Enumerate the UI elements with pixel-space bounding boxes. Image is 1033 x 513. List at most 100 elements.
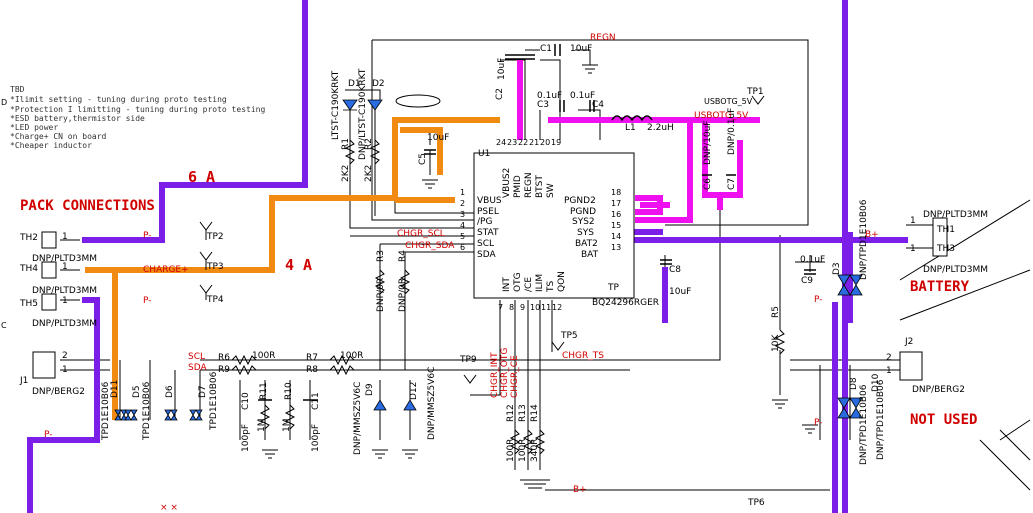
pin-num-20: 20: [540, 138, 550, 147]
th4-part: DNP/PLTD3MM: [32, 286, 97, 296]
pin-num-11: 11: [541, 303, 551, 312]
tp1-label: TP1: [746, 87, 764, 97]
pin-num-18: 18: [611, 188, 621, 197]
ic-pin-ts: TS: [546, 281, 556, 293]
ic-pin-pgnd: PGND: [570, 207, 596, 217]
j1-pin1: 1: [62, 365, 68, 375]
notes-line-2: *Ilimit setting - tuning during proto te…: [10, 95, 227, 104]
r1-ref: R1: [341, 138, 351, 150]
pin-num-8: 8: [509, 303, 514, 312]
net-scl: SCL: [188, 352, 205, 362]
c9-ref: C9: [801, 276, 813, 286]
c2-ref: C2: [495, 88, 505, 100]
th2-pin: 1: [62, 232, 68, 242]
ic-pin-sw: SW: [546, 183, 556, 198]
r6-val: 100R: [252, 351, 275, 361]
net-chgr-otg: CHGR_OTG: [500, 348, 510, 398]
c10-ref: C10: [241, 392, 251, 410]
pin-num-19: 19: [551, 138, 561, 147]
ic-u1-body: [473, 152, 635, 299]
r14-ref: R14: [530, 404, 540, 422]
d7-val: TPD1E10B06: [209, 371, 219, 431]
pin-num-17: 17: [611, 199, 621, 208]
notes-line-6: *Charge+ CN on board: [10, 132, 107, 141]
power-nets-purple: [27, 0, 908, 513]
ic-pin-bat2: BAT2: [575, 239, 598, 249]
c8-ref: C8: [669, 265, 681, 275]
net-p-minus-5: P-: [814, 418, 822, 428]
c6-val: DNP/10uF: [703, 121, 713, 165]
r4-val: DNP/0R: [398, 278, 408, 312]
r11-val: 1M: [257, 419, 267, 433]
ic-pin-vbus: VBUS: [477, 196, 502, 206]
capacitors: [258, 44, 816, 401]
border-letter-d: D: [1, 98, 7, 107]
pin-num-16: 16: [611, 210, 621, 219]
net-b-plus-1: B+: [865, 230, 879, 240]
th2-label: TH2: [19, 233, 38, 243]
r7-val: 100R: [340, 351, 363, 361]
r5-val: 10K: [771, 334, 781, 352]
ground-symbols: [262, 64, 818, 489]
d7-ref: D7: [198, 385, 208, 398]
d3-val: DNP/TPD1E10B06: [859, 199, 869, 280]
net-xx-mark: × ×: [160, 503, 178, 513]
net-regn: REGN: [590, 33, 616, 43]
c5-ref: C5: [418, 153, 428, 165]
ic-pin-bat: BAT: [581, 250, 599, 260]
r8-ref: R8: [306, 365, 318, 375]
pin-num-5: 5: [460, 232, 465, 241]
c8-val: 10uF: [669, 287, 691, 297]
led-part-2: DNP/LTST-C190KRKT: [358, 68, 368, 160]
net-chgr-sda: CHGR_SDA: [405, 241, 455, 251]
pin-num-6: 6: [460, 243, 465, 252]
net-p-minus-4: P-: [814, 295, 822, 305]
ic-pin-sda: SDA: [477, 250, 496, 260]
ic-pin-stat: STAT: [477, 228, 499, 238]
j2-part: DNP/BERG2: [912, 385, 965, 395]
r13-val: 100R: [518, 439, 528, 462]
inductor-l1: [611, 115, 653, 122]
r2-val: 2K2: [364, 165, 374, 182]
tp9-label: TP9: [459, 355, 477, 365]
resistors: [231, 139, 786, 455]
r13-ref: R13: [518, 404, 528, 422]
r5-ref: R5: [771, 306, 781, 318]
j2-pin1: 1: [886, 366, 892, 376]
d9-val: DNP/MMSZ5V6C: [353, 382, 363, 455]
net-chgr-ce: CHGR_CE: [510, 355, 520, 398]
battery-label: BATTERY: [910, 279, 970, 295]
connectors: [32, 217, 948, 381]
ic-pin-sys2: SYS2: [572, 217, 595, 227]
r11-ref: R11: [259, 382, 269, 400]
pin-num-13: 13: [611, 243, 621, 252]
c7-ref: C7: [727, 178, 737, 190]
ic-pin-pmid: PMID: [513, 175, 523, 198]
net-b-plus-2: B+: [573, 485, 587, 495]
c7-val: DNP/0.1uF: [727, 108, 737, 155]
d5-val: TPD1E10B06: [142, 381, 152, 441]
diodes: [114, 99, 863, 421]
wires: [60, 39, 1031, 491]
c9-val: 0.1uF: [800, 255, 825, 265]
notes-line-5: *LED power: [10, 123, 58, 132]
notes-line-3: *Protection I limitting - tuning during …: [10, 105, 265, 114]
d10-val: DNP/TPD1E10B06: [876, 379, 886, 460]
th4-label: TH4: [19, 264, 38, 274]
r6-ref: R6: [218, 353, 230, 363]
r7-ref: R7: [306, 353, 318, 363]
ic-pin-pg: /PG: [477, 217, 492, 227]
d11-val: TPD1E10B06: [101, 381, 111, 441]
j2-pin2: 2: [886, 353, 892, 363]
net-p-minus-3: P-: [44, 430, 52, 440]
c10-val: 100pF: [241, 424, 251, 452]
d8-ref: D8: [849, 377, 859, 390]
th2-part: DNP/PLTD3MM: [32, 254, 97, 264]
ic-pin-otg: OTG: [513, 272, 523, 292]
c11-val: 100pF: [311, 424, 321, 452]
ic-pin-int: INT: [502, 277, 512, 292]
pin-num-7: 7: [498, 303, 503, 312]
net-p-minus-2: P-: [143, 296, 151, 306]
ic-pin-vbus2: VBUS2: [502, 168, 512, 198]
